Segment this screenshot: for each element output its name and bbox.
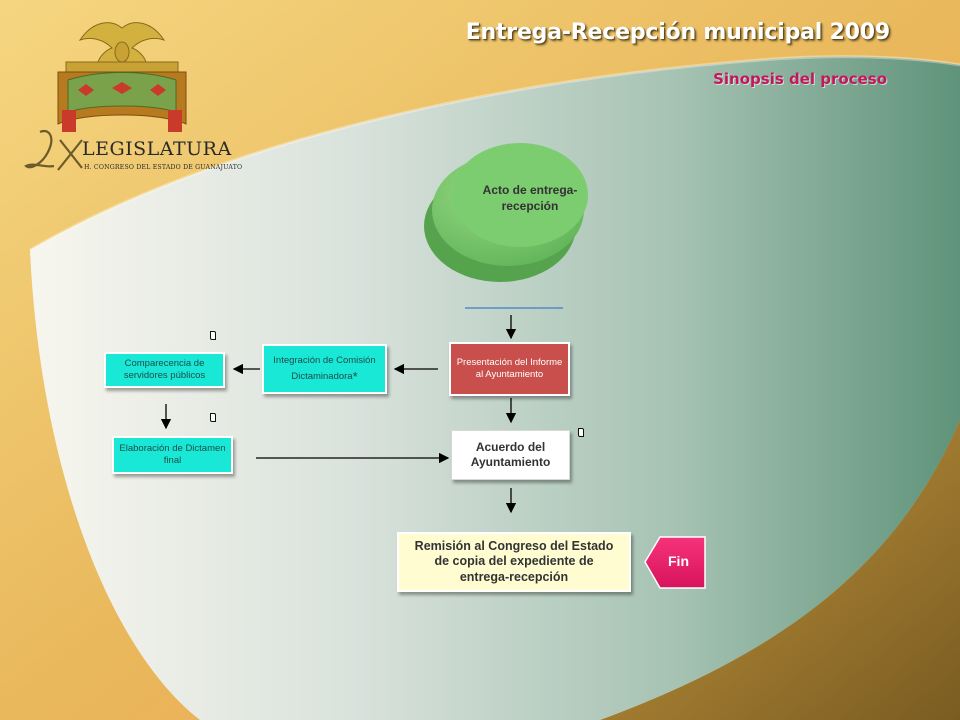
box-integracion-label: Integración de Comisión Dictaminadora* <box>273 354 376 384</box>
note-icon <box>578 428 584 437</box>
box-elaboracion: Elaboración de Dictamen final <box>112 436 233 474</box>
page-title: Entrega-Recepción municipal 2009 <box>465 20 890 45</box>
asterisk-mark: * <box>352 368 358 384</box>
fin-tag <box>644 536 706 589</box>
box-remision-label: Remisión al Congreso del Estado de copia… <box>414 538 614 584</box>
box-comparecencia: Comparecencia de servidores públicos <box>104 352 225 388</box>
box-integracion: Integración de Comisión Dictaminadora* <box>262 344 387 394</box>
fin-label: Fin <box>668 553 689 569</box>
note-icon <box>210 413 216 422</box>
box-acuerdo: Acuerdo del Ayuntamiento <box>451 430 570 480</box>
note-icon <box>210 331 216 340</box>
start-disc <box>424 143 588 282</box>
box-acuerdo-label: Acuerdo del Ayuntamiento <box>470 440 551 469</box>
box-presentacion: Presentación del Informe al Ayuntamiento <box>449 342 570 396</box>
logo-legislatura: LEGISLATURA <box>82 138 232 160</box>
box-presentacion-label: Presentación del Informe al Ayuntamiento <box>456 357 563 380</box>
start-label: Acto de entrega-recepción <box>482 183 578 213</box>
page-subtitle: Sinopsis del proceso <box>713 70 887 88</box>
eagle-emblem <box>24 22 187 171</box>
logo-congreso: H. CONGRESO DEL ESTADO DE GUANAJUATO <box>84 164 243 171</box>
box-comparecencia-label: Comparecencia de servidores públicos <box>123 358 206 381</box>
box-elaboracion-label: Elaboración de Dictamen final <box>119 443 226 466</box>
box-remision: Remisión al Congreso del Estado de copia… <box>397 532 631 592</box>
